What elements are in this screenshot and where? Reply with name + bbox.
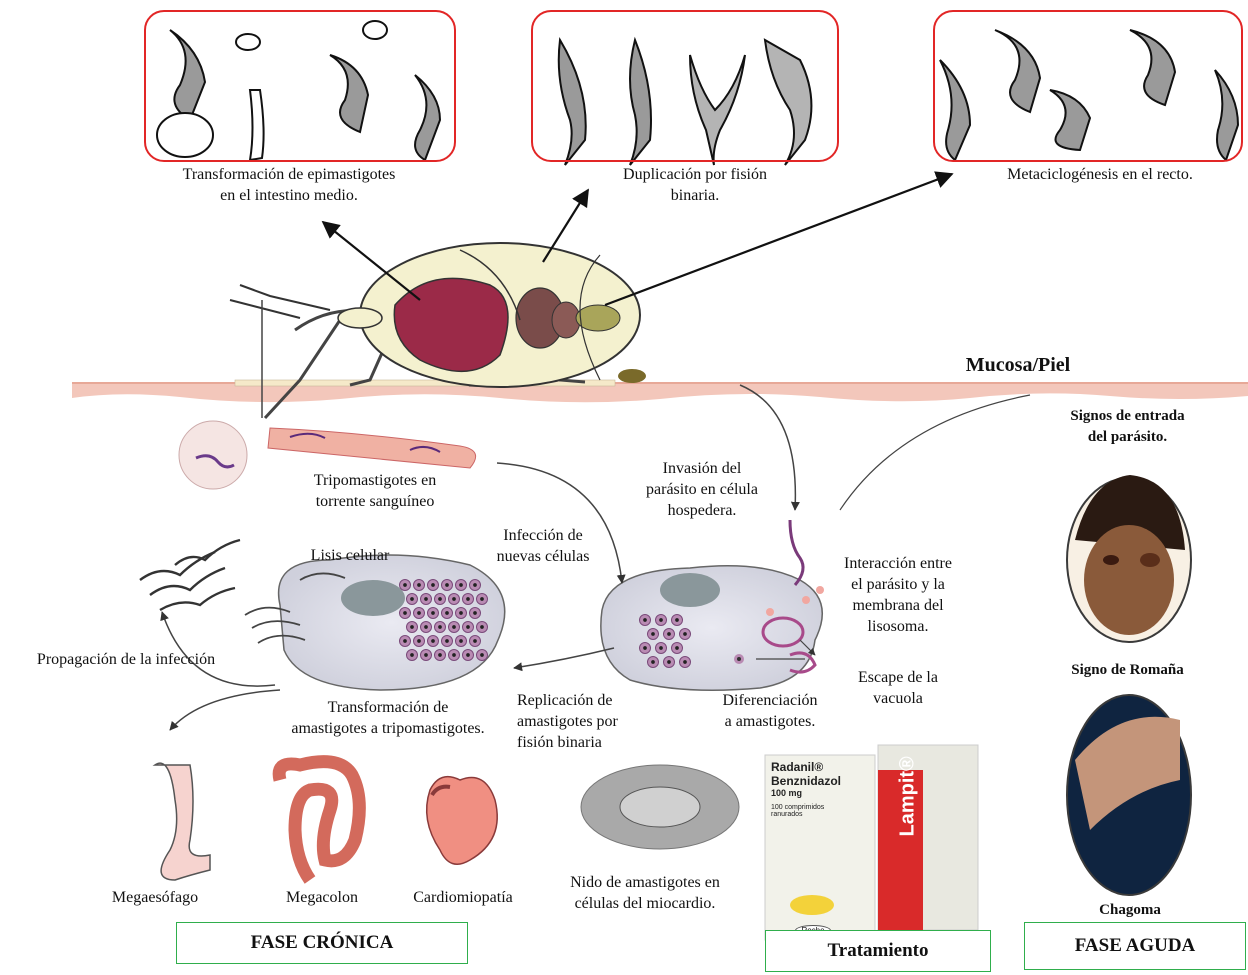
amastigote-nucleus [659, 618, 663, 622]
box-fase-cronica: FASE CRÓNICA [176, 922, 468, 964]
amastigote-nucleus [459, 611, 463, 615]
amastigote-nucleus [675, 646, 679, 650]
amastigote-nucleus [403, 611, 407, 615]
label-chagoma: Chagoma [1080, 900, 1180, 921]
amastigote-nucleus [473, 611, 477, 615]
label-megacolon: Megacolon [272, 887, 372, 908]
label-epimastigotes: Transformación de epimastigotes en el in… [139, 164, 439, 206]
amastigote-nucleus [417, 639, 421, 643]
drug1-dose: 100 mg [771, 788, 871, 798]
organ-megacolon [279, 762, 359, 880]
amastigote-nucleus [431, 639, 435, 643]
panel-epimastigotes [144, 10, 456, 162]
skin-layer [72, 380, 1248, 402]
amastigote-nucleus [683, 660, 687, 664]
amastigote-nucleus [438, 625, 442, 629]
amastigote-nucleus [473, 639, 477, 643]
label-transformacion: Transformación de amastigotes a tripomas… [268, 697, 508, 739]
amastigote-nucleus [659, 646, 663, 650]
amastigote-nucleus [438, 653, 442, 657]
amastigote-nucleus [643, 618, 647, 622]
amastigote-nucleus [410, 597, 414, 601]
amastigote-nucleus [667, 632, 671, 636]
amastigote-nucleus [480, 653, 484, 657]
amastigote-nucleus [431, 583, 435, 587]
amastigote-nucleus [445, 639, 449, 643]
amastigote-nucleus [424, 597, 428, 601]
label-signo-romana: Signo de Romaña [1045, 660, 1210, 681]
drug1-label: Radanil® Benznidazol 100 mg 100 comprimi… [771, 760, 871, 818]
organ-heart [427, 777, 498, 865]
label-diferenciacion: Diferenciación a amastigotes. [700, 690, 840, 732]
lysis-cell [245, 555, 505, 690]
amastigote-nucleus [452, 653, 456, 657]
label-nido: Nido de amastigotes en células del mioca… [535, 872, 755, 914]
label-binary-fission: Duplicación por fisión binaria. [570, 164, 820, 206]
amastigote-nucleus [452, 625, 456, 629]
amastigote-nucleus [445, 611, 449, 615]
label-invasion: Invasión del parásito en célula hospeder… [622, 458, 782, 521]
amastigote-nucleus [438, 597, 442, 601]
amastigote-nucleus [675, 618, 679, 622]
label-signos-entrada: Signos de entrada del parásito. [1045, 406, 1210, 448]
box-fase-aguda: FASE AGUDA [1024, 922, 1246, 970]
amastigote-nucleus [431, 611, 435, 615]
label-megaesofago: Megaesófago [100, 887, 210, 908]
amastigote-nucleus [410, 625, 414, 629]
amastigote-nucleus [459, 639, 463, 643]
amastigote-nucleus [480, 597, 484, 601]
drug2-name: Lampit® [897, 767, 920, 837]
label-lisis: Lisis celular [295, 545, 405, 566]
label-tripo: Tripomastigotes en torrente sanguíneo [295, 470, 455, 512]
amastigote-nucleus [445, 583, 449, 587]
drug1-note: 100 comprimidos ranurados [771, 804, 871, 818]
label-cardio: Cardiomiopatía [393, 887, 533, 908]
host-cell [601, 520, 824, 690]
amastigote-nucleus [466, 597, 470, 601]
amastigote-nest [581, 765, 739, 849]
label-escape: Escape de la vacuola [838, 667, 958, 709]
organ-megaesofago [155, 763, 210, 880]
skin-label: Mucosa/Piel [958, 355, 1078, 376]
label-propagacion: Propagación de la infección [6, 649, 246, 670]
label-metacyclogenesis: Metaciclogénesis en el recto. [960, 164, 1240, 185]
amastigote-nucleus [403, 583, 407, 587]
drug1-name: Radanil® [771, 760, 871, 774]
acute-chagoma-image [1067, 695, 1191, 895]
amastigote-nucleus [643, 646, 647, 650]
amastigote-nucleus [683, 632, 687, 636]
panel-binary-fission [531, 10, 839, 162]
amastigote-nucleus [417, 583, 421, 587]
amastigote-nucleus [473, 583, 477, 587]
amastigote-nucleus [466, 653, 470, 657]
panel-metacyclogenesis [933, 10, 1243, 162]
amastigote-nucleus [480, 625, 484, 629]
amastigote-nucleus [667, 660, 671, 664]
amastigote-nucleus [424, 625, 428, 629]
acute-face-image [1067, 475, 1191, 642]
amastigote-nucleus [417, 611, 421, 615]
box-tratamiento: Tratamiento [765, 930, 991, 972]
amastigote-nucleus [403, 639, 407, 643]
amastigote-nucleus [651, 632, 655, 636]
label-replicacion: Replicación de amastigotes por fisión bi… [517, 690, 667, 753]
drug1-sub: Benznidazol [771, 774, 871, 788]
label-infeccion: Infección de nuevas células [478, 525, 608, 567]
amastigote-nucleus [410, 653, 414, 657]
amastigote-nucleus [651, 660, 655, 664]
amastigote-nucleus [424, 653, 428, 657]
amastigote-nucleus [452, 597, 456, 601]
trypomastigote-swarm [140, 540, 240, 610]
amastigote-nucleus [466, 625, 470, 629]
amastigote-nucleus [459, 583, 463, 587]
label-interaccion: Interacción entre el parásito y la membr… [818, 553, 978, 637]
